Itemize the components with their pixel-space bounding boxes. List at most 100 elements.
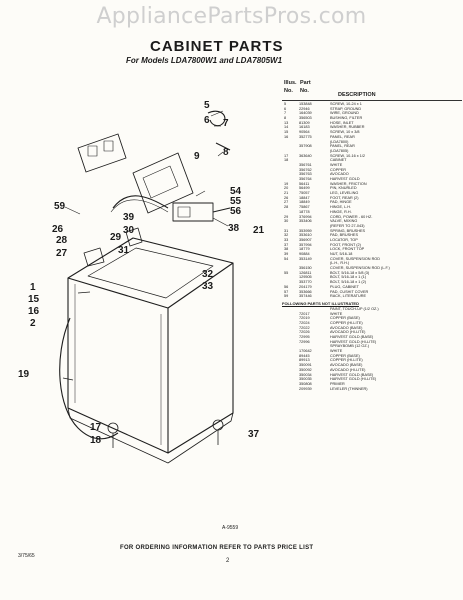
table-row: 170642 WHITE xyxy=(282,349,462,354)
illus-no: 7 xyxy=(284,111,287,116)
description: PRIMER xyxy=(330,381,345,386)
illus-no: 21 xyxy=(284,191,289,196)
part-no: 126811 xyxy=(299,270,312,275)
illus-no: 26 xyxy=(284,195,289,200)
table-row: (REFER TO 27-043) xyxy=(282,224,462,229)
illus-no: 38 xyxy=(284,247,289,252)
description: COPPER (BASE) xyxy=(330,353,360,358)
illus-no: 15 xyxy=(284,130,289,135)
callout-21: 21 xyxy=(253,225,265,236)
part-no: 363640 xyxy=(299,153,312,158)
part-no: 357446 xyxy=(299,294,312,299)
part-no: 72026 xyxy=(299,330,310,335)
callout-18: 18 xyxy=(90,435,102,446)
illus-no: 54 xyxy=(284,256,289,261)
description: PANEL, REAR xyxy=(330,134,355,139)
part-no: 356764 xyxy=(299,177,312,181)
callout-15: 15 xyxy=(28,294,40,305)
description: PIN, KNURLED xyxy=(330,186,357,191)
figure-id: A-9559 xyxy=(222,525,239,531)
description: CORD, POWER - 60 HZ. xyxy=(330,214,373,219)
part-no: 153848 xyxy=(299,102,312,106)
description: BUSHING, FILTER xyxy=(330,116,363,121)
part-no: 357994 xyxy=(299,242,312,247)
part-no: 56499 xyxy=(299,186,310,191)
part-no: 356763 xyxy=(299,172,312,177)
illus-no: 16 xyxy=(284,134,289,139)
description: CABINET xyxy=(330,158,347,163)
ordering-footer: FOR ORDERING INFORMATION REFER TO PARTS … xyxy=(120,545,314,551)
illus-no: 20 xyxy=(284,186,289,191)
illus-no: 14 xyxy=(284,125,289,130)
table-row: SPRAYBOMB (12 OZ.) xyxy=(282,344,462,349)
part-no: 72017 xyxy=(299,311,310,316)
description: LOCATOR, TOP xyxy=(330,237,358,242)
description: HARVEST GOLD (HI-LITE) xyxy=(330,339,377,344)
callout-6: 6 xyxy=(204,115,210,126)
part-no: 356762 xyxy=(299,167,312,172)
illus-no: 13 xyxy=(284,120,289,125)
description: HARVEST GOLD (HI-LITE) xyxy=(330,377,377,382)
part-no: 75057 xyxy=(299,191,310,196)
callout-2: 2 xyxy=(30,318,36,329)
part-no: 353770 xyxy=(299,280,312,285)
description: BOLT, 5/16-18 x 5/8 (3) xyxy=(330,270,370,275)
header-illus: Illus. xyxy=(284,80,297,86)
part-no: 22946 xyxy=(299,106,310,111)
callout-59: 59 xyxy=(54,201,66,212)
part-no: 204179 xyxy=(299,284,312,289)
description: WIRE, GROUND xyxy=(330,111,359,116)
callout-31: 31 xyxy=(118,245,130,256)
description: SCREW, 10 x 3/8 xyxy=(330,130,360,135)
callout-37: 37 xyxy=(248,429,260,440)
table-header: Illus. Part No. No. DESCRIPTION xyxy=(282,78,462,100)
description: WASHER, FRICTION xyxy=(330,181,367,186)
part-no: 350091 xyxy=(299,363,312,368)
part-no: 89913 xyxy=(299,358,310,363)
callout-17: 17 xyxy=(90,422,102,433)
watermark: AppliancePartsPros.com xyxy=(96,4,367,29)
part-no: 90884 xyxy=(299,252,310,256)
part-no: 164039 xyxy=(299,111,312,116)
part-no: 81309 xyxy=(299,120,310,125)
illus-no: 28 xyxy=(284,205,289,210)
part-no: 350034 xyxy=(299,372,312,377)
part-no: 170642 xyxy=(299,349,312,354)
description: WHITE xyxy=(330,349,343,354)
description: HINGE, R.H. xyxy=(330,209,352,214)
table-row: (LDA7800) xyxy=(282,140,462,145)
part-no: 353610 xyxy=(299,233,312,238)
illus-no: 37 xyxy=(284,242,289,247)
part-no: 72022 xyxy=(299,325,310,330)
illus-no: 32 xyxy=(284,233,289,238)
description: AVOCADO (HI-LITE) xyxy=(330,367,366,372)
illus-no: 33 xyxy=(284,237,289,242)
header-part-no: No. xyxy=(300,88,309,94)
callout-9: 9 xyxy=(194,151,200,162)
callout-16: 16 xyxy=(28,306,40,317)
callout-28: 28 xyxy=(56,235,68,246)
callout-19: 19 xyxy=(18,369,30,380)
description: PANEL, REAR xyxy=(330,144,355,149)
cabinet-exploded-diagram: 5 6 7 8 9 54 55 56 59 39 30 26 28 29 27 … xyxy=(18,78,278,508)
